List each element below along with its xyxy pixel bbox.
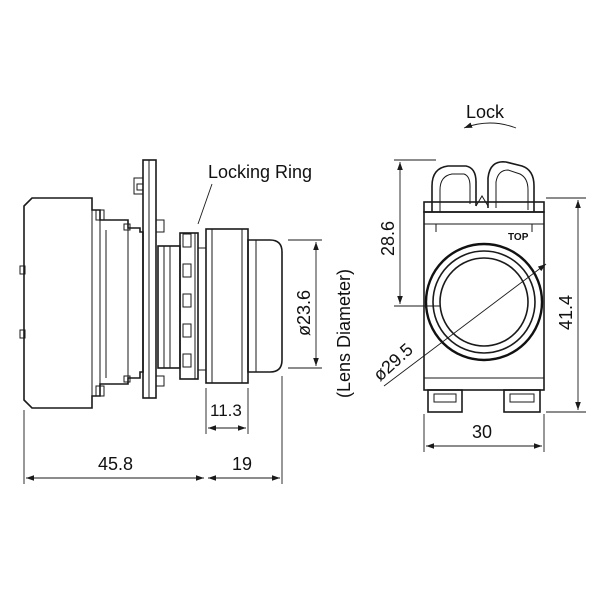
operator-length-value: 19 (232, 454, 252, 474)
height-total-dimension: 41.4 (546, 197, 586, 413)
height-top-value: 28.6 (378, 221, 398, 256)
ring-width-dimension: 11.3 (205, 388, 249, 434)
bezel (205, 228, 249, 384)
ring-width-value: 11.3 (210, 401, 242, 420)
locking-ring-leader (197, 183, 213, 225)
front-view: Lock TOP (369, 102, 586, 452)
bezel-diameter-dimension: ø29.5 (369, 263, 547, 387)
bezel-diameter-value: ø29.5 (369, 339, 417, 385)
locking-ring (179, 232, 207, 380)
spring-clips (431, 161, 535, 212)
height-total-value: 41.4 (556, 295, 576, 330)
body-length-value: 45.8 (98, 454, 133, 474)
lock-arrow (463, 122, 517, 129)
height-top-dimension: 28.6 (378, 159, 440, 307)
locking-ring-label: Locking Ring (208, 162, 312, 182)
bushing (157, 245, 181, 369)
mounting-panel (133, 159, 165, 399)
lens-diameter-value: ø23.6 (294, 290, 314, 336)
front-frame: TOP (423, 201, 545, 413)
front-bezel (424, 242, 544, 362)
lock-label: Lock (466, 102, 505, 122)
contact-block-body (19, 197, 144, 409)
lens-diameter-dimension: ø23.6 (Lens Diameter) (288, 239, 354, 398)
side-view: Locking Ring ø23.6 (Lens Diameter) 11.3 … (19, 159, 354, 484)
width-value: 30 (472, 422, 492, 442)
length-dimensions: 45.8 19 (23, 376, 283, 484)
lens (247, 239, 283, 373)
width-dimension: 30 (423, 414, 545, 452)
lens-diameter-label: (Lens Diameter) (334, 269, 354, 398)
top-mark: TOP (508, 232, 529, 243)
